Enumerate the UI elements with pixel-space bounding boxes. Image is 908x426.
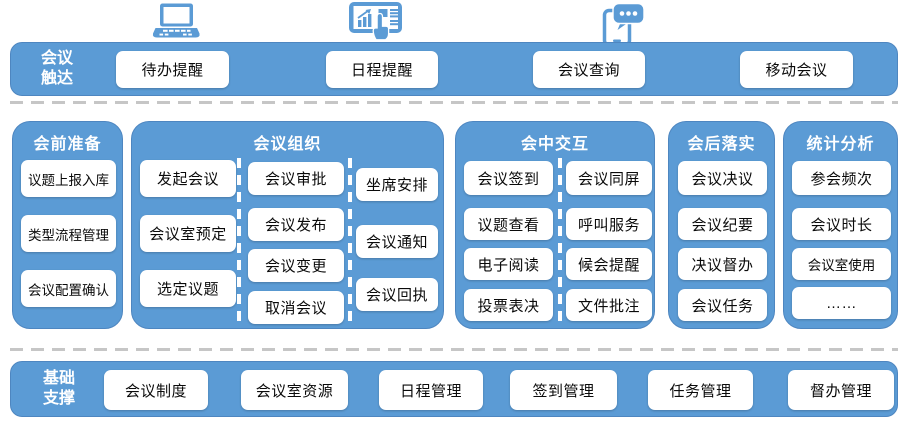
basic-support-label: 基础 支撑: [42, 370, 75, 407]
stage-box: 会议室预定: [140, 215, 236, 252]
reach-item-schedule-reminder: 日程提醒: [326, 51, 438, 88]
panel-title: 统计分析: [806, 136, 875, 153]
stage-box: 电子阅读: [464, 248, 553, 280]
panel-statistics: 统计分析 参会频次 会议时长 会议室使用 ……: [783, 121, 898, 329]
stage-box: 议题查看: [464, 208, 553, 240]
stage-box: 类型流程管理: [21, 215, 116, 252]
dashed-divider-vertical: [558, 158, 562, 322]
stage-box: 会议任务: [678, 289, 767, 321]
stage-box: 会议决议: [678, 161, 767, 195]
dashed-divider-vertical: [348, 158, 352, 322]
meeting-reach-label: 会议 触达: [40, 50, 73, 87]
stage-box: 会议回执: [356, 278, 438, 311]
phone-chat-icon: [602, 2, 645, 47]
laptop-icon: [152, 3, 200, 38]
panel-pre-meeting: 会前准备 议题上报入库 类型流程管理 会议配置确认: [12, 121, 123, 329]
stage-box: 参会频次: [792, 161, 891, 195]
stage-box: 会议纪要: [678, 208, 767, 240]
support-item-task-management: 任务管理: [648, 370, 753, 410]
support-item-supervision-management: 督办管理: [788, 370, 894, 410]
stage-box: 文件批注: [566, 289, 652, 321]
stage-box-ellipsis: ……: [792, 287, 891, 319]
panel-title: 会前准备: [33, 136, 102, 153]
stage-box: 会议时长: [792, 208, 891, 240]
dashed-separator-bottom: [10, 348, 898, 351]
reach-item-meeting-query: 会议查询: [533, 51, 645, 88]
support-item-schedule-management: 日程管理: [379, 370, 483, 410]
panel-title: 会议组织: [253, 136, 322, 153]
support-item-checkin-management: 签到管理: [510, 370, 617, 410]
stage-box: 取消会议: [248, 291, 344, 324]
meeting-reach-banner: 会议 触达 待办提醒 日程提醒 会议查询 移动会议: [10, 42, 898, 96]
stage-box: 会议签到: [464, 161, 553, 195]
stage-box: 候会提醒: [566, 248, 652, 280]
dashed-divider-vertical: [237, 158, 241, 322]
stage-box: 发起会议: [140, 160, 236, 197]
basic-support-banner: 基础 支撑 会议制度 会议室资源 日程管理 签到管理 任务管理 督办管理: [10, 361, 898, 417]
stage-box: 会议同屏: [566, 161, 652, 195]
stage-box: 会议发布: [248, 208, 344, 241]
stage-box: 选定议题: [140, 270, 236, 307]
stage-box: 议题上报入库: [21, 160, 116, 197]
stage-box: 会议配置确认: [21, 270, 116, 307]
stage-box: 会议通知: [356, 225, 438, 258]
panel-in-meeting-interaction: 会中交互 会议签到 议题查看 电子阅读 投票表决 会议同屏 呼叫服务 候会提醒 …: [455, 121, 655, 329]
stage-box: 呼叫服务: [566, 208, 652, 240]
reach-item-todo-reminder: 待办提醒: [116, 51, 229, 88]
stage-box: 会议审批: [248, 162, 344, 195]
reach-item-mobile-meeting: 移动会议: [740, 51, 853, 88]
panel-post-meeting: 会后落实 会议决议 会议纪要 决议督办 会议任务: [668, 121, 775, 329]
stage-box: 坐席安排: [356, 168, 438, 201]
support-item-room-resources: 会议室资源: [241, 370, 348, 410]
panel-title: 会后落实: [687, 136, 756, 153]
panel-title: 会中交互: [520, 136, 589, 153]
support-item-meeting-rules: 会议制度: [104, 370, 208, 410]
stage-box: 投票表决: [464, 289, 553, 321]
stage-box: 会议室使用: [792, 248, 891, 280]
dashed-separator-top: [10, 101, 898, 104]
stage-box: 决议督办: [678, 248, 767, 280]
tablet-touch-chart-icon: [349, 2, 402, 41]
stage-box: 会议变更: [248, 249, 344, 282]
panel-meeting-organization: 会议组织 发起会议 会议室预定 选定议题 会议审批 会议发布 会议变更 取消会议…: [131, 121, 444, 329]
